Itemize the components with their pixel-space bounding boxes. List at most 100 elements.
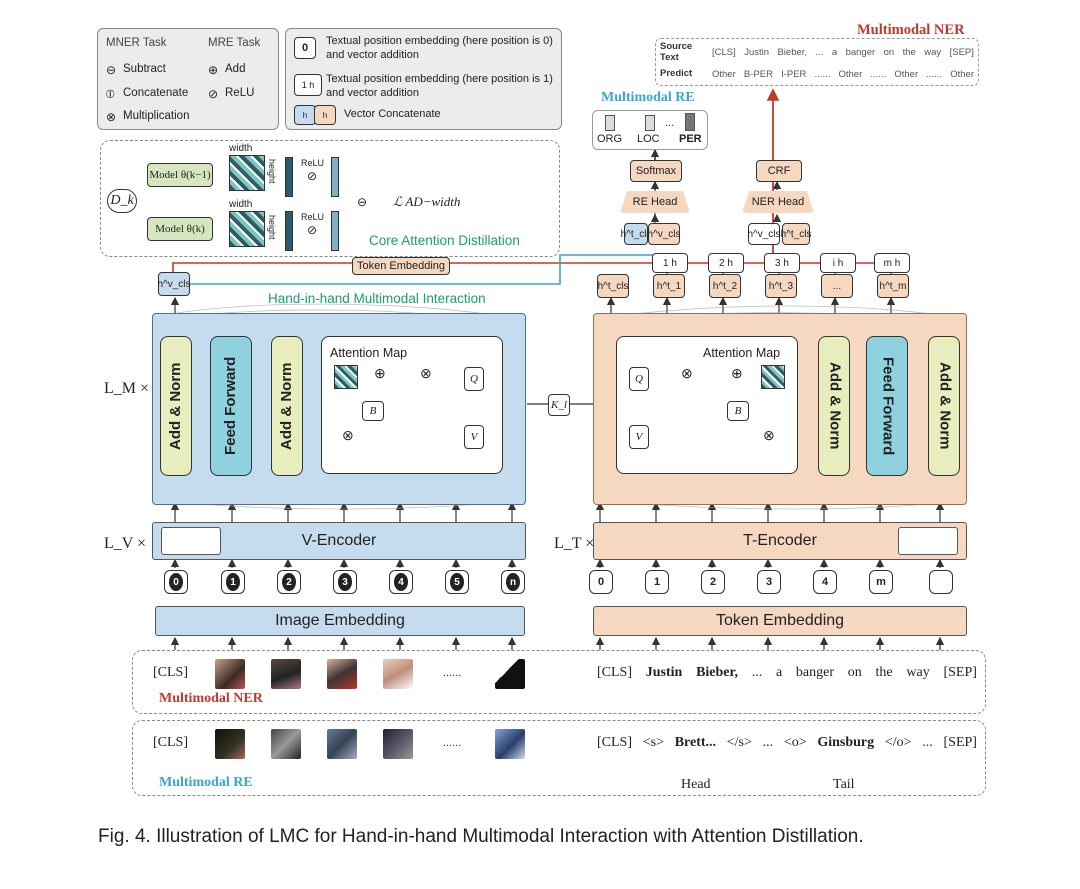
token-embedding-mid: Token Embedding bbox=[352, 257, 450, 275]
subtract-op-icon: ⊖ bbox=[357, 195, 368, 209]
text-encoder-layers: L_T × bbox=[554, 535, 595, 552]
legend-relu: ReLU bbox=[225, 87, 255, 99]
dk-node: D_k bbox=[107, 189, 137, 213]
predict-token: Other bbox=[894, 69, 919, 80]
relu-label-cur: ReLU bbox=[301, 212, 325, 222]
text-hidden-m: h^t_m bbox=[877, 274, 909, 298]
mner-dots: ...... bbox=[443, 667, 462, 679]
t-encoder-label: T-Encoder bbox=[743, 532, 817, 549]
vision-attention-block: Attention Map ⊕ ⊗ ⊗ Q B V bbox=[321, 336, 503, 474]
sentence-token: [SEP] bbox=[943, 665, 977, 680]
figure-caption: Fig. 4. Illustration of LMC for Hand-in-… bbox=[98, 826, 864, 847]
label-dots: ... bbox=[665, 117, 675, 129]
source-text-label: Source Text bbox=[660, 41, 693, 63]
text-pos-m: m bbox=[869, 570, 893, 594]
sentence-token: ... bbox=[922, 735, 933, 750]
text-value: V bbox=[629, 425, 649, 449]
text-add-norm-2: Add & Norm bbox=[928, 336, 960, 476]
add-icon: ⊕ bbox=[208, 63, 219, 77]
image-patch bbox=[271, 659, 301, 689]
relu-vector-prev bbox=[331, 157, 339, 197]
relu-vector-cur bbox=[331, 211, 339, 251]
attention-grid-cur bbox=[229, 211, 265, 247]
image-patch bbox=[271, 729, 301, 759]
image-patch bbox=[383, 729, 413, 759]
sentence-token: on bbox=[847, 665, 862, 680]
mre-dots: ...... bbox=[443, 737, 462, 749]
sentence-token: banger bbox=[795, 665, 835, 680]
label-org: ORG bbox=[597, 133, 623, 145]
concat-3: 3 h bbox=[764, 253, 800, 273]
text-attention-map-label: Attention Map bbox=[703, 346, 781, 360]
image-patch bbox=[383, 659, 413, 689]
height-label-cur: height bbox=[267, 215, 277, 240]
text-pos-2: 2 bbox=[701, 570, 725, 594]
text-query: Q bbox=[629, 367, 649, 391]
concat-v-icon: h bbox=[314, 105, 336, 125]
image-patch bbox=[327, 659, 357, 689]
legend-ops: MNER Task MRE Task ⊖ Subtract ⊕ Add ⦶ Co… bbox=[97, 28, 279, 130]
mre-cls: [CLS] bbox=[153, 735, 188, 750]
token-embedding: Token Embedding bbox=[593, 606, 967, 636]
label-per: PER bbox=[679, 133, 702, 145]
sentence-token: way bbox=[906, 665, 930, 680]
text-pos-4: 4 bbox=[813, 570, 837, 594]
legend-pos1: Textual position embedding (here positio… bbox=[326, 73, 553, 99]
predict-label: Predict bbox=[660, 68, 693, 79]
vector-prev bbox=[285, 157, 293, 197]
mner-input-panel: [CLS] ...... Multimodal NER [CLS] Justin… bbox=[132, 650, 986, 714]
subtract-icon: ⊖ bbox=[106, 63, 117, 77]
label-loc: LOC bbox=[637, 133, 660, 145]
legend-vector-concat: Vector Concatenate bbox=[344, 108, 441, 120]
re-label-box: ORG LOC ... PER bbox=[592, 110, 708, 150]
concat-i: i h bbox=[820, 253, 856, 273]
vector-cur bbox=[285, 211, 293, 251]
v-encoder-icon bbox=[161, 527, 221, 555]
sentence-token: ... bbox=[762, 735, 774, 750]
text-feed-forward: Feed Forward bbox=[866, 336, 908, 476]
predict-token: Other bbox=[712, 69, 736, 80]
pos1-icon: 1 h bbox=[294, 74, 322, 96]
sentence-token: the bbox=[875, 665, 893, 680]
loss-label: ℒ AD−width bbox=[393, 194, 461, 209]
ner-input-t: h^t_cls bbox=[781, 223, 811, 245]
predict-token: ...... bbox=[870, 69, 887, 80]
relu-label-prev: ReLU bbox=[301, 158, 325, 168]
vision-add-norm-2: Add & Norm bbox=[160, 336, 192, 476]
ner-output-box: Source Text Predict [CLS] Justin Bieber,… bbox=[655, 38, 979, 86]
concat-2: 2 h bbox=[708, 253, 744, 273]
image-patch bbox=[215, 659, 245, 689]
sentence-token: [CLS] bbox=[597, 665, 632, 680]
predict-token: Other bbox=[950, 69, 974, 80]
vision-encoder-layers: L_V × bbox=[104, 535, 147, 552]
height-label-prev: height bbox=[267, 159, 277, 184]
interaction-title: Hand-in-hand Multimodal Interaction bbox=[268, 291, 486, 306]
sentence-token: [SEP] bbox=[943, 735, 977, 750]
text-cls-hidden: h^t_cls bbox=[597, 274, 629, 298]
mner-input-label: Multimodal NER bbox=[159, 691, 263, 706]
sentence-token: Ginsburg bbox=[817, 735, 875, 750]
concat-m: m h bbox=[874, 253, 910, 273]
pos0-icon: 0 bbox=[294, 37, 316, 59]
sentence-token: [CLS] bbox=[597, 735, 632, 750]
text-add-norm-1: Add & Norm bbox=[818, 336, 850, 476]
legend-multiplication: Multiplication bbox=[123, 110, 190, 122]
concat-t-icon: h bbox=[294, 105, 316, 125]
model-prev: Model θ(k−1) bbox=[147, 163, 213, 187]
predict-token: ...... bbox=[926, 69, 943, 80]
sentence-token: <s> bbox=[642, 735, 664, 750]
multiply-op-icon: ⊗ bbox=[681, 365, 693, 381]
source-token: [CLS] bbox=[712, 47, 736, 58]
sentence-token: </o> bbox=[884, 735, 912, 750]
sentence-token: </s> bbox=[726, 735, 752, 750]
vision-pos-0: 0 bbox=[164, 570, 188, 594]
mre-sentence: [CLS] <s> Brett... </s> ... <o> Ginsburg… bbox=[597, 735, 977, 751]
multiply-op-icon: ⊗ bbox=[420, 365, 432, 381]
re-head-block: RE Head bbox=[620, 191, 690, 213]
legend-add: Add bbox=[225, 63, 246, 75]
mre-head-title: Multimodal RE bbox=[601, 90, 695, 105]
vision-pos-n: n bbox=[501, 570, 525, 594]
distillation-panel: D_k Model θ(k−1) Model θ(k) width width … bbox=[100, 140, 560, 257]
mner-cls: [CLS] bbox=[153, 665, 188, 680]
image-patch bbox=[495, 729, 525, 759]
